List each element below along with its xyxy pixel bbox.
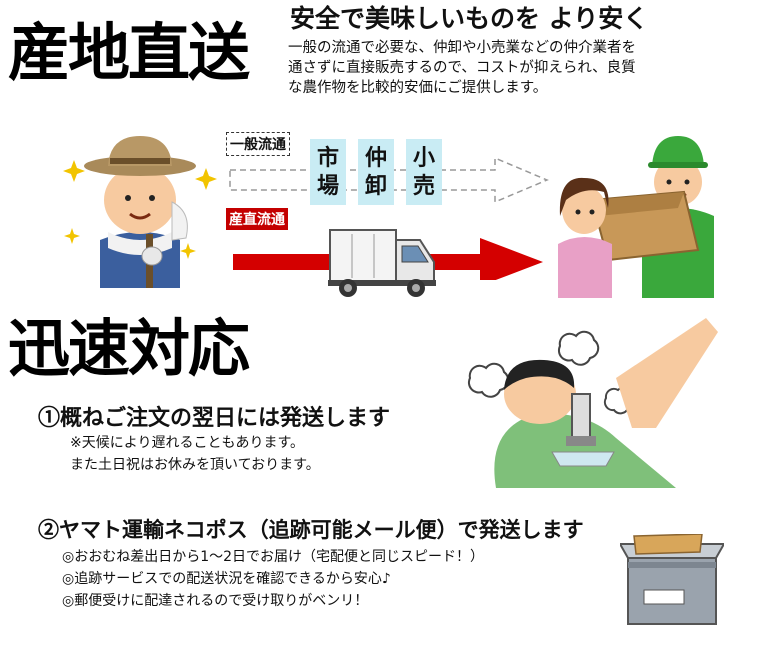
- box-char: 卸: [364, 173, 387, 199]
- headline: 安全で美味しいものを より安く: [290, 4, 649, 33]
- item2-heading: ②ヤマト運輸ネコポス（追跡可能メール便）で発送します: [38, 517, 584, 542]
- item2-notes: ◎おおむね差出日から1～2日でお届け（宅配便と同じスピード！） ◎追跡サービスで…: [62, 546, 484, 612]
- item2-note: ◎追跡サービスでの配送状況を確認できるから安心♪: [62, 571, 391, 587]
- box-char: 小: [412, 145, 435, 171]
- box-retail: 小 売: [406, 139, 442, 205]
- description-line: 一般の流通で必要な、仲卸や小売業などの仲介業者を: [288, 40, 636, 56]
- dashed-arrow: [229, 156, 549, 204]
- box-char: 売: [412, 173, 435, 199]
- box-market: 市 場: [310, 139, 346, 205]
- truck-illustration: [328, 229, 436, 297]
- box-char: 市: [316, 145, 339, 171]
- stamping-illustration: [467, 318, 718, 488]
- description: 一般の流通で必要な、仲卸や小売業などの仲介業者を 通さずに直接販売するので、コス…: [288, 38, 636, 98]
- item2-note: ◎郵便受けに配達されるので受け取りがベンリ！: [62, 593, 369, 609]
- item1-note: また土日祝はお休みを頂いております。: [70, 457, 320, 473]
- section-title-direct: 産地直送: [8, 16, 250, 89]
- box-wholesale: 仲 卸: [358, 139, 394, 205]
- box-char: 場: [316, 173, 339, 199]
- item1-note: ※天候により遅れることもあります。: [70, 435, 305, 451]
- customer-clerk-illustration: [558, 136, 714, 298]
- section-title-speed: 迅速対応: [8, 312, 250, 385]
- item1-notes: ※天候により遅れることもあります。 また土日祝はお休みを頂いております。: [70, 432, 320, 476]
- mailbox-illustration: [620, 534, 724, 625]
- box-char: 仲: [364, 145, 387, 171]
- description-line: 通さずに直接販売するので、コストが抑えられ、良質: [288, 60, 636, 76]
- label-direct-distribution: 産直流通: [226, 208, 288, 230]
- item1-heading: ①概ねご注文の翌日には発送します: [38, 405, 391, 431]
- item2-note: ◎おおむね差出日から1～2日でお届け（宅配便と同じスピード！）: [62, 549, 485, 565]
- label-normal-distribution: 一般流通: [226, 132, 290, 156]
- farmer-illustration: [63, 136, 217, 288]
- description-line: な農作物を比較的安価にご提供します。: [288, 80, 548, 96]
